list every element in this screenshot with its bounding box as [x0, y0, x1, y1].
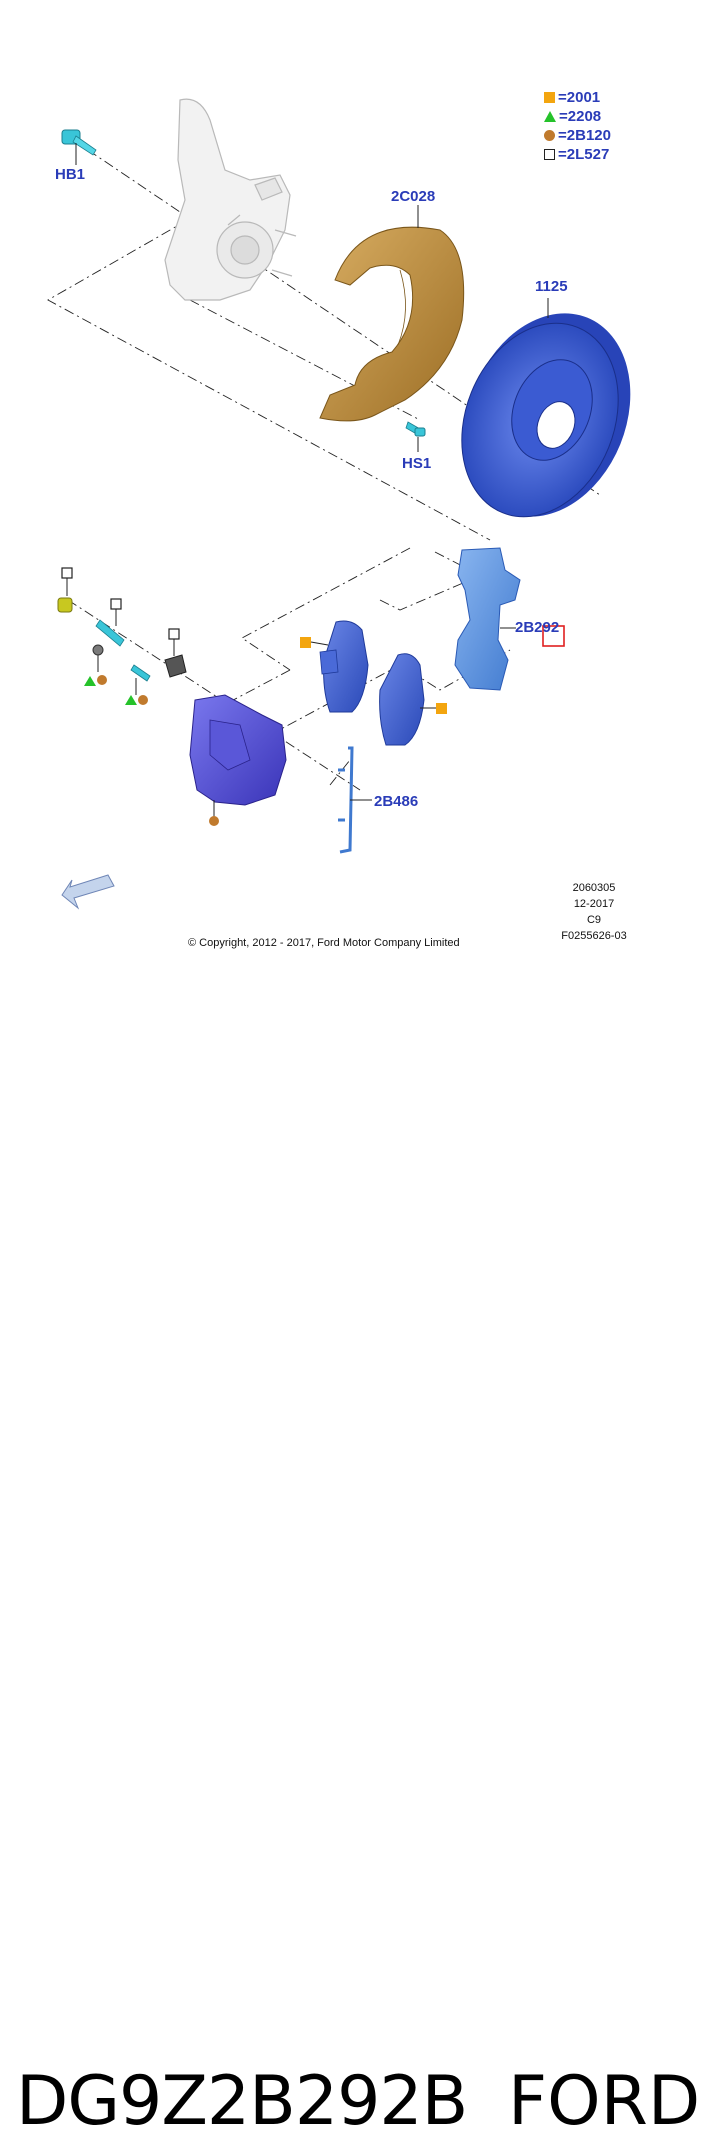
pad-inner-marker — [300, 637, 311, 648]
steering-knuckle — [164, 98, 297, 301]
guide-pin-boot — [57, 567, 73, 613]
square-open-icon — [544, 149, 555, 160]
brake-caliper — [189, 694, 287, 818]
front-arrow-icon — [61, 874, 115, 910]
label-shield: 2C028 — [391, 188, 436, 205]
copyright-text: © Copyright, 2012 - 2017, Ford Motor Com… — [188, 937, 460, 949]
label-bracket: 2B292 — [515, 619, 560, 636]
exploded-parts-diagram: HB1 2C028 1125 HS1 2B292 2B486 =2001 =22… — [0, 0, 708, 1000]
label-rotor: 1125 — [535, 278, 568, 295]
bleeder-screw — [84, 644, 107, 686]
caliper-marker — [209, 816, 219, 826]
dust-shield — [319, 205, 465, 422]
highlight-box — [542, 625, 565, 647]
legend-code: =2001 — [558, 89, 601, 106]
pad-outer-marker — [436, 703, 447, 714]
info-line: 12-2017 — [573, 898, 615, 910]
legend-row: =2208 — [544, 107, 611, 126]
drawing-info: 2060305 12-2017 C9 F0255626-03 — [556, 880, 632, 944]
triangle-green-icon — [544, 111, 556, 122]
info-line: C9 — [586, 914, 602, 926]
legend-code: =2208 — [559, 108, 602, 125]
brand-name: FORD — [508, 2062, 701, 2141]
footer: DG9Z2B292B FORD — [0, 1000, 708, 2141]
brake-pad-outer — [379, 653, 425, 746]
brake-rotor — [461, 298, 631, 518]
label-spring: 2B486 — [374, 793, 419, 810]
legend: =2001 =2208 =2B120 =2L527 — [544, 88, 611, 164]
diagram-artwork — [47, 98, 631, 910]
screw-hs1-shape — [405, 421, 426, 452]
info-line: 2060305 — [572, 882, 616, 894]
label-hb1: HB1 — [55, 166, 86, 183]
caliper-bracket — [454, 547, 565, 691]
legend-row: =2001 — [544, 88, 611, 107]
info-line: F0255626-03 — [561, 930, 627, 942]
legend-row: =2L527 — [544, 145, 611, 164]
legend-code: =2B120 — [558, 127, 611, 144]
part-number: DG9Z2B292B — [16, 2062, 468, 2141]
square-orange-icon — [544, 92, 555, 103]
bolt-hb1-shape — [61, 129, 97, 165]
label-hs1: HS1 — [402, 455, 432, 472]
brake-pad-inner — [319, 620, 369, 713]
bushing — [164, 628, 187, 678]
legend-code: =2L527 — [558, 146, 610, 163]
anti-rattle-spring — [338, 746, 354, 854]
legend-row: =2B120 — [544, 126, 611, 145]
circle-brown-icon — [544, 130, 555, 141]
guide-pin — [95, 598, 125, 647]
guide-bolt — [125, 664, 151, 705]
